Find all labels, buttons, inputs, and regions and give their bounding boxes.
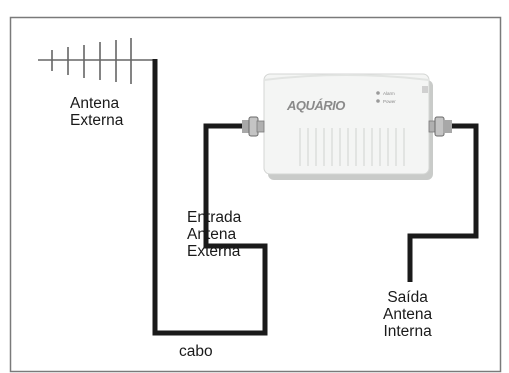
label-line: Interna — [383, 323, 432, 340]
led-label-power: Power — [383, 99, 396, 104]
label-line: Externa — [70, 112, 124, 129]
label-line: Antena — [187, 226, 237, 243]
yagi-antenna-icon — [38, 38, 156, 84]
bnc-connector-icon — [428, 116, 452, 137]
label-line: cabo — [179, 343, 213, 360]
label-line: Saída — [387, 289, 428, 306]
label-saida-antena-interna: Saída Antena Interna — [383, 289, 432, 340]
label-line: Antena — [70, 95, 120, 112]
label-entrada-antena-externa: Entrada Antena Externa — [187, 209, 241, 260]
cable-antenna-to-input — [152, 59, 268, 336]
label-line: Antena — [383, 306, 433, 323]
label-line: Externa — [187, 243, 241, 260]
led-label-alarm: Alarm — [383, 91, 395, 96]
signal-repeater-icon — [263, 73, 433, 180]
frame-border — [9, 16, 502, 373]
label-cabo: cabo — [179, 343, 213, 360]
brand-logo: AQUÁRIO — [286, 98, 345, 113]
cable-output-to-internal — [407, 123, 479, 282]
label-line: Entrada — [187, 209, 242, 226]
bnc-connector-icon — [242, 116, 265, 137]
label-antena-externa: Antena Externa — [70, 95, 123, 129]
